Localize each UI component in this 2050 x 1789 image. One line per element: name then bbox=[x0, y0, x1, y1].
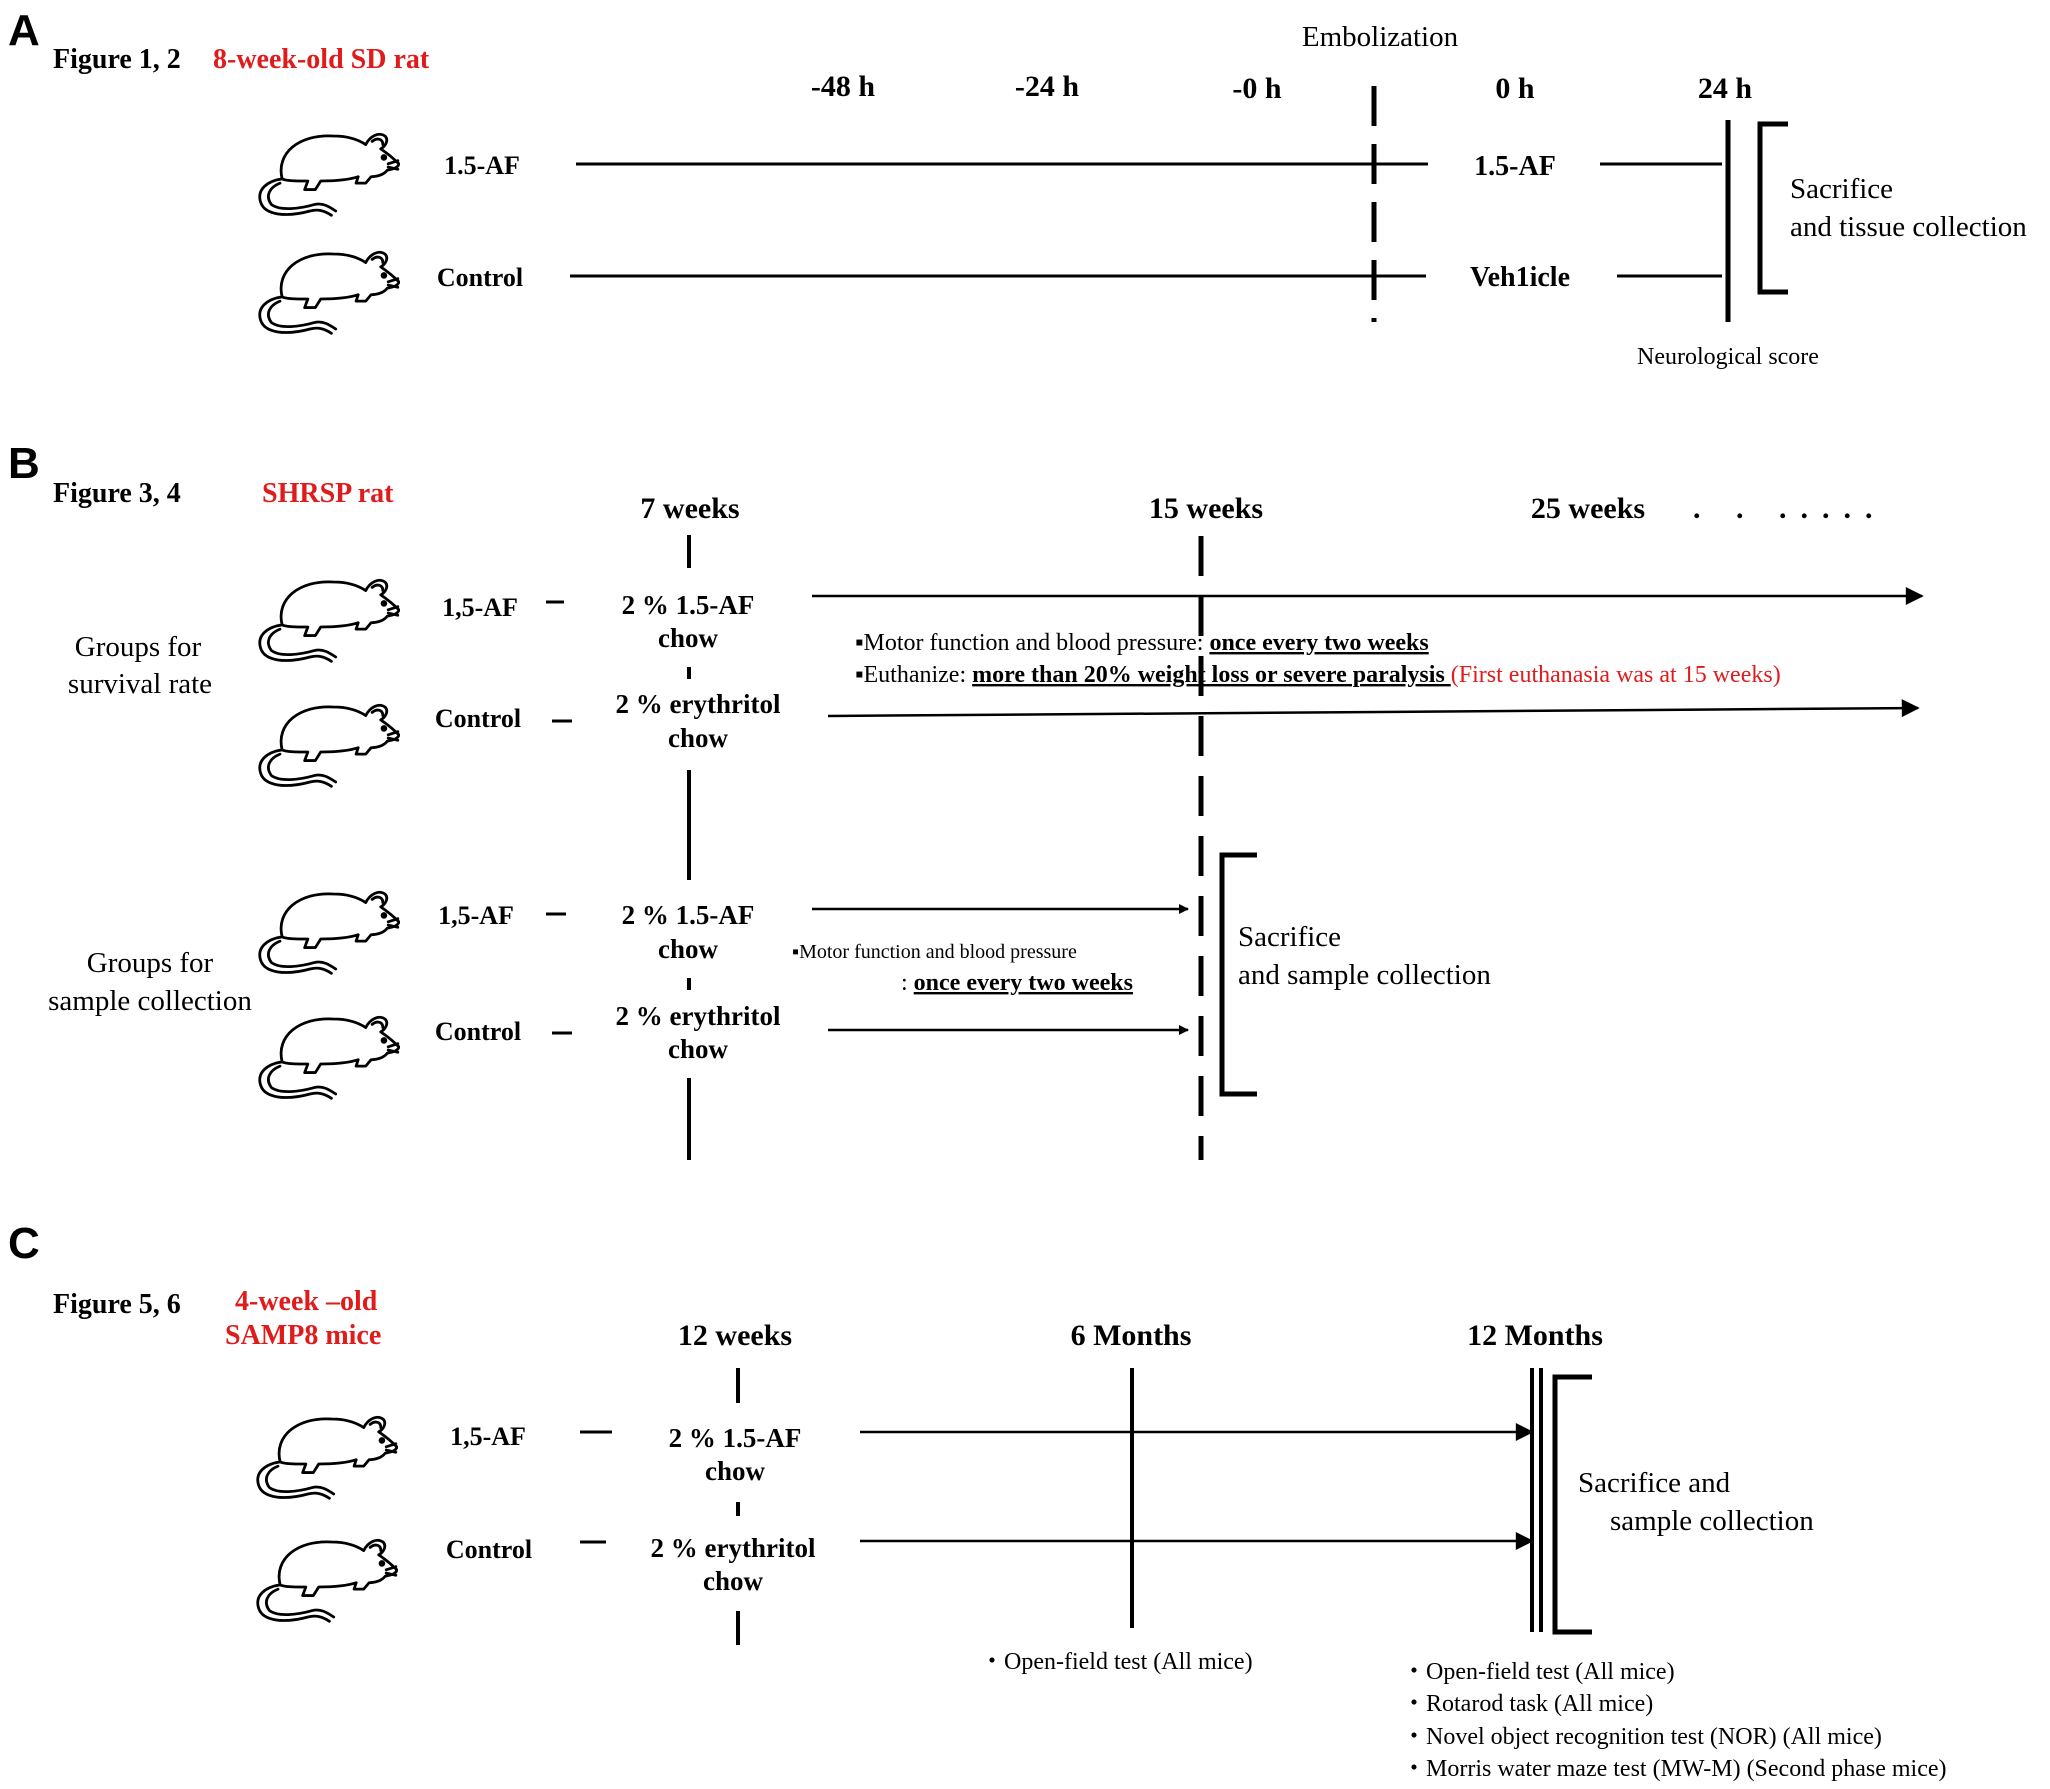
treatment-af: 1.5-AF bbox=[1474, 151, 1556, 182]
timepoint-6-months: 6 Months bbox=[1071, 1319, 1192, 1352]
panel-c-figure-label: Figure 5, 6 bbox=[53, 1289, 181, 1320]
embolization-label: Embolization bbox=[1302, 21, 1459, 53]
group-label-control: Control bbox=[435, 704, 521, 733]
timepoint-12-weeks: 12 weeks bbox=[678, 1319, 792, 1352]
cohort-sample-1: Groups for bbox=[87, 947, 214, 979]
panel-a-figure-label: Figure 1, 2 bbox=[53, 44, 181, 75]
chow-ery-2: chow bbox=[668, 723, 729, 753]
chow-ery-1: 2 % erythritol bbox=[651, 1533, 816, 1563]
panel-a-letter: A bbox=[8, 6, 40, 55]
cohort-survival-1: Groups for bbox=[75, 631, 202, 663]
rat-icon bbox=[258, 890, 400, 975]
test-12m-rotarod: ・Rotarod task (All mice) bbox=[1402, 1691, 1653, 1717]
timepoint-24h: 24 h bbox=[1698, 72, 1753, 105]
survival-note-1-emph: once every two weeks bbox=[1209, 630, 1428, 656]
panel-c: C Figure 5, 6 4-week –old SAMP8 mice 12 … bbox=[8, 1219, 1947, 1782]
cohort-survival-2: survival rate bbox=[68, 668, 212, 700]
timepoint-15-weeks: 15 weeks bbox=[1149, 492, 1263, 525]
chow-ery-2: chow bbox=[703, 1566, 764, 1596]
test-6m: ・Open-field test (All mice) bbox=[980, 1649, 1253, 1675]
rat-icon bbox=[258, 1015, 400, 1100]
rat-icon bbox=[258, 250, 400, 335]
chow-af-2: chow bbox=[658, 934, 719, 964]
neurological-score: Neurological score bbox=[1637, 344, 1819, 370]
timepoint-25-weeks: 25 weeks bbox=[1531, 492, 1645, 525]
test-12m-nor: ・Novel object recognition test (NOR) (Al… bbox=[1402, 1724, 1882, 1750]
timepoint-0h: 0 h bbox=[1495, 72, 1535, 105]
panel-b-animal-label: SHRSP rat bbox=[262, 478, 394, 509]
survival-arrow-control bbox=[827, 699, 1920, 718]
group-label-control: Control bbox=[446, 1535, 532, 1564]
survival-note-2-red: (First euthanasia was at 15 weeks) bbox=[1451, 662, 1781, 688]
continuation-dots: . . ..... bbox=[1693, 492, 1887, 525]
endpoint-bracket bbox=[1219, 852, 1257, 1097]
test-12m-morris: ・Morris water maze test (MW-M) (Second p… bbox=[1402, 1756, 1947, 1782]
panel-b-figure-label: Figure 3, 4 bbox=[53, 478, 181, 509]
chow-af-1: 2 % 1.5-AF bbox=[622, 900, 755, 930]
panel-b: B Figure 3, 4 SHRSP rat 7 weeks 15 weeks… bbox=[8, 439, 1924, 1160]
survival-note-2-prefix: ▪Euthanize: bbox=[855, 662, 972, 688]
chow-af-1: 2 % 1.5-AF bbox=[622, 590, 755, 620]
sample-note-2: : once every two weeks bbox=[901, 970, 1133, 996]
group-label-af: 1,5-AF bbox=[438, 901, 514, 930]
timepoint-minus48h: -48 h bbox=[811, 70, 875, 103]
chow-ery-1: 2 % erythritol bbox=[616, 1001, 781, 1031]
panel-c-animal-1: 4-week –old bbox=[235, 1286, 378, 1317]
panel-a-animal-label: 8-week-old SD rat bbox=[213, 44, 430, 75]
chow-af-1: 2 % 1.5-AF bbox=[669, 1423, 802, 1453]
sample-note-2-prefix: : bbox=[901, 970, 914, 996]
timepoint-minus24h: -24 h bbox=[1015, 70, 1079, 103]
panel-c-animal-2: SAMP8 mice bbox=[225, 1320, 381, 1351]
panel-a: A Figure 1, 2 8-week-old SD rat Emboliza… bbox=[8, 6, 2027, 370]
timepoint-minus0h: -0 h bbox=[1232, 72, 1281, 105]
survival-note-1-prefix: ▪Motor function and blood pressure: bbox=[855, 630, 1209, 656]
rat-icon bbox=[258, 132, 400, 217]
survival-note-2: ▪Euthanize: more than 20% weight loss or… bbox=[855, 662, 1781, 688]
group-label-af: 1.5-AF bbox=[444, 151, 520, 180]
test-12m-open-field: ・Open-field test (All mice) bbox=[1402, 1659, 1675, 1685]
rat-icon bbox=[256, 1415, 398, 1500]
endpoint-text-2: and tissue collection bbox=[1790, 211, 2027, 243]
endpoint-text-2: and sample collection bbox=[1238, 959, 1491, 991]
timepoint-7-weeks: 7 weeks bbox=[640, 492, 739, 525]
cohort-sample-2: sample collection bbox=[48, 985, 252, 1017]
rat-icon bbox=[258, 703, 400, 788]
rat-icon bbox=[256, 1538, 398, 1623]
endpoint-text-1: Sacrifice and bbox=[1578, 1467, 1731, 1499]
group-label-control: Control bbox=[437, 263, 523, 292]
panel-c-letter: C bbox=[8, 1219, 40, 1268]
sample-note-2-emph: once every two weeks bbox=[914, 970, 1133, 996]
endpoint-text-1: Sacrifice bbox=[1238, 921, 1341, 953]
endpoint-bracket bbox=[1552, 1374, 1592, 1635]
chow-ery-1: 2 % erythritol bbox=[616, 689, 781, 719]
treatment-vehicle: Veh1icle bbox=[1470, 262, 1570, 293]
survival-note-2-emph: more than 20% weight loss or severe para… bbox=[972, 662, 1451, 688]
survival-note-1: ▪Motor function and blood pressure: once… bbox=[855, 630, 1429, 656]
group-label-af: 1,5-AF bbox=[450, 1422, 526, 1451]
chow-ery-2: chow bbox=[668, 1034, 729, 1064]
chow-af-2: chow bbox=[705, 1456, 766, 1486]
group-label-control: Control bbox=[435, 1017, 521, 1046]
group-label-af: 1,5-AF bbox=[442, 593, 518, 622]
endpoint-text-1: Sacrifice bbox=[1790, 173, 1893, 205]
rat-icon bbox=[258, 578, 400, 663]
chow-af-2: chow bbox=[658, 623, 719, 653]
timepoint-12-months: 12 Months bbox=[1467, 1319, 1603, 1352]
panel-b-letter: B bbox=[8, 439, 40, 488]
sample-note-1: ▪Motor function and blood pressure bbox=[792, 941, 1077, 963]
endpoint-text-2: sample collection bbox=[1610, 1505, 1814, 1537]
endpoint-bracket bbox=[1757, 121, 1788, 295]
